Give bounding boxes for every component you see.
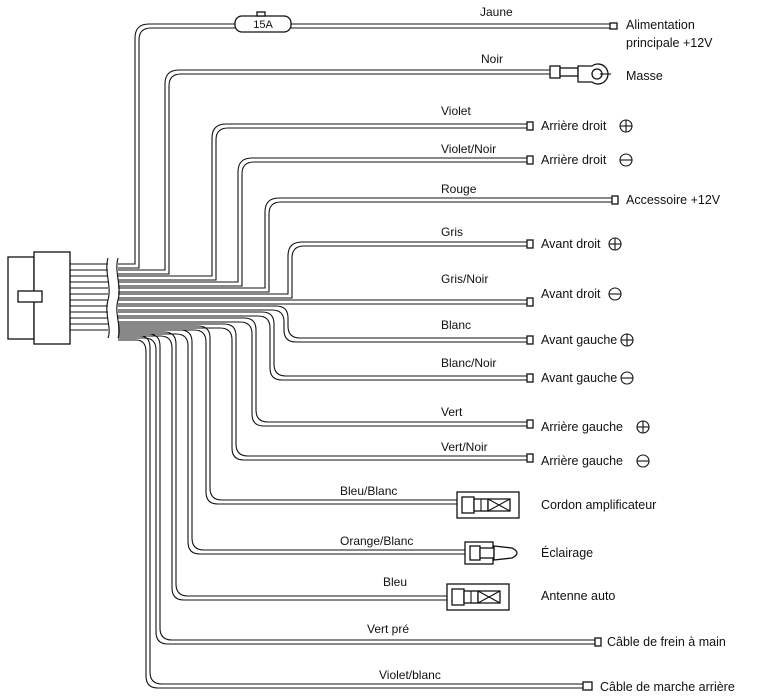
destination-frein-a-main: Câble de frein à main	[607, 635, 726, 649]
wire-violet	[118, 121, 534, 281]
destination-antenne-auto: Antenne auto	[541, 589, 615, 603]
wire-violet-noir	[118, 155, 534, 287]
destination-arriere-droit-minus: Arrière droit	[541, 153, 607, 167]
wire-label-violet-blanc: Violet/blanc	[379, 668, 441, 682]
destination-avant-gauche-plus: Avant gauche	[541, 333, 617, 347]
minus-circle-icon	[620, 371, 634, 385]
plug-connector-icon	[446, 583, 510, 611]
fuse-label: 15A	[253, 19, 273, 31]
wire-violet-blanc	[118, 335, 593, 691]
wire-vert	[118, 317, 534, 429]
wire-label-vert-noir: Vert/Noir	[441, 440, 488, 454]
wire-label-blanc: Blanc	[441, 318, 471, 332]
destination-cordon-amplificateur: Cordon amplificateur	[541, 498, 656, 512]
wire-vert-pre	[118, 333, 602, 647]
destination-arriere-gauche-plus: Arrière gauche	[541, 420, 623, 434]
wire-bundle	[70, 257, 120, 339]
destination-alimentation: Alimentation	[626, 18, 695, 32]
destination-eclairage: Éclairage	[541, 545, 593, 560]
wire-label-gris-noir: Gris/Noir	[441, 272, 488, 286]
plus-circle-icon	[636, 420, 650, 434]
wire-bleu-blanc	[118, 325, 460, 505]
wire-label-vert-pre: Vert pré	[367, 622, 409, 636]
harness-connector-icon	[7, 251, 71, 345]
wire-label-orange-blanc: Orange/Blanc	[340, 534, 413, 548]
wire-label-violet-noir: Violet/Noir	[441, 142, 496, 156]
destination-arriere-gauche-minus: Arrière gauche	[541, 454, 623, 468]
plus-circle-icon	[619, 119, 633, 133]
plus-circle-icon	[620, 333, 634, 347]
destination-avant-droit-plus: Avant droit	[541, 237, 601, 251]
wire-label-violet: Violet	[441, 104, 471, 118]
wire-label-bleu: Bleu	[383, 575, 407, 589]
wire-orange-blanc	[118, 329, 468, 555]
wire-blanc-noir	[118, 311, 534, 383]
wire-gris	[118, 239, 534, 299]
destination-avant-gauche-minus: Avant gauche	[541, 371, 617, 385]
wire-noir	[118, 65, 579, 275]
wire-label-gris: Gris	[441, 225, 463, 239]
wire-label-rouge: Rouge	[441, 182, 477, 196]
destination-accessoire: Accessoire +12V	[626, 193, 721, 207]
wire-label-bleu-blanc: Bleu/Blanc	[340, 484, 397, 498]
destination-arriere-droit-plus: Arrière droit	[541, 119, 607, 133]
bullet-connector-icon	[464, 541, 518, 565]
wire-label-jaune: Jaune	[480, 5, 513, 19]
wire-bleu	[118, 331, 450, 601]
destination-marche-arriere: Câble de marche arrière	[600, 680, 735, 694]
plug-connector-icon	[456, 491, 520, 519]
wire-vert-noir	[118, 323, 534, 463]
minus-circle-icon	[608, 287, 622, 301]
destination-masse: Masse	[626, 69, 663, 83]
wire-jaune	[118, 11, 618, 269]
destination-alimentation-line2: principale +12V	[626, 36, 713, 50]
wire-label-vert: Vert	[441, 405, 463, 419]
wire-label-noir: Noir	[481, 52, 503, 66]
wire-label-blanc-noir: Blanc/Noir	[441, 356, 496, 370]
minus-circle-icon	[636, 454, 650, 468]
ring-terminal-icon	[577, 63, 611, 85]
destination-avant-droit-minus: Avant droit	[541, 287, 601, 301]
wire-blanc	[118, 305, 534, 345]
minus-circle-icon	[619, 153, 633, 167]
wire-rouge	[118, 195, 619, 293]
plus-circle-icon	[608, 237, 622, 251]
wire-gris-noir	[118, 297, 534, 307]
